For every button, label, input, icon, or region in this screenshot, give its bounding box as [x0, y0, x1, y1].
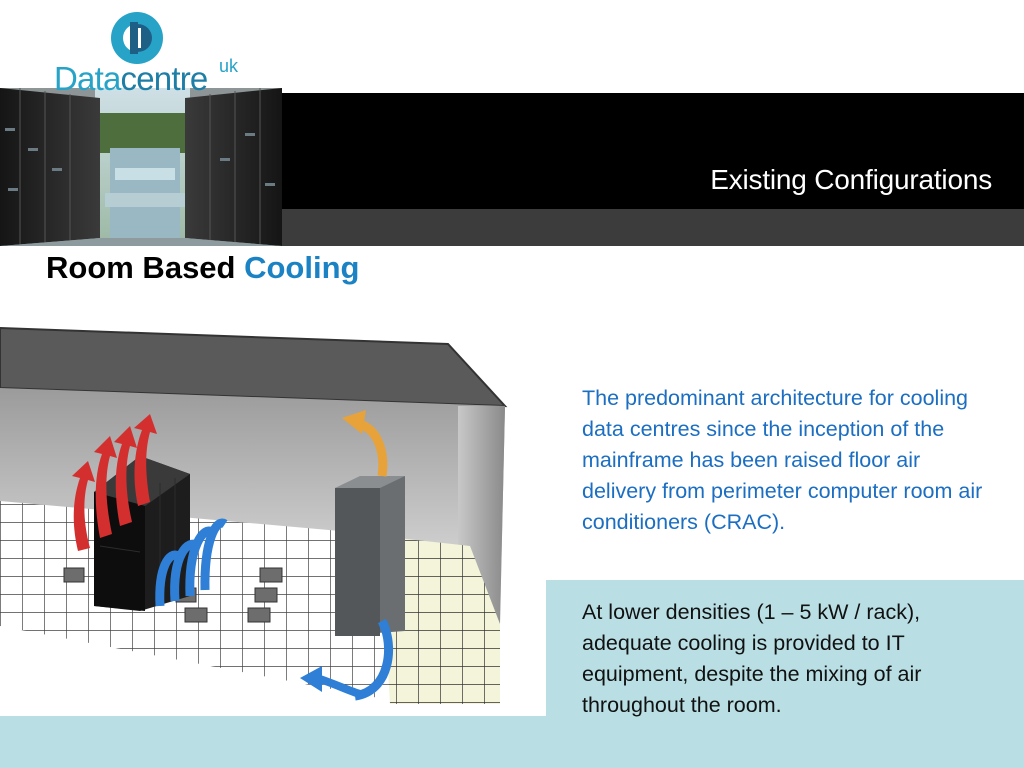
slide-title-accent: Cooling	[244, 250, 360, 285]
slide-title-main: Room Based	[46, 250, 245, 285]
datacentre-aisle-image	[0, 88, 282, 246]
datacentre-d-logo-icon	[111, 12, 163, 64]
bottom-band	[0, 716, 546, 768]
paragraph-densities: At lower densities (1 – 5 kW / rack), ad…	[582, 600, 922, 717]
header-band	[282, 93, 1024, 209]
red-arrow-icon	[72, 414, 157, 551]
logo-brand-main: Data	[54, 60, 121, 97]
info-panel	[546, 580, 1024, 768]
orange-arrow-icon	[342, 410, 388, 477]
header-subband	[282, 209, 1024, 246]
header-photo	[0, 88, 282, 246]
logo-wordmark: Datacentre	[54, 60, 209, 98]
logo-brand-light: centre	[120, 60, 209, 97]
room-cooling-illustration	[0, 326, 508, 704]
header-title: Existing Configurations	[710, 164, 992, 195]
blue-arrow-icon	[155, 518, 393, 701]
slide-title: Room Based Cooling	[46, 250, 359, 286]
paragraph-architecture: The predominant architecture for cooling…	[582, 386, 983, 534]
logo-suffix: uk	[219, 56, 239, 76]
